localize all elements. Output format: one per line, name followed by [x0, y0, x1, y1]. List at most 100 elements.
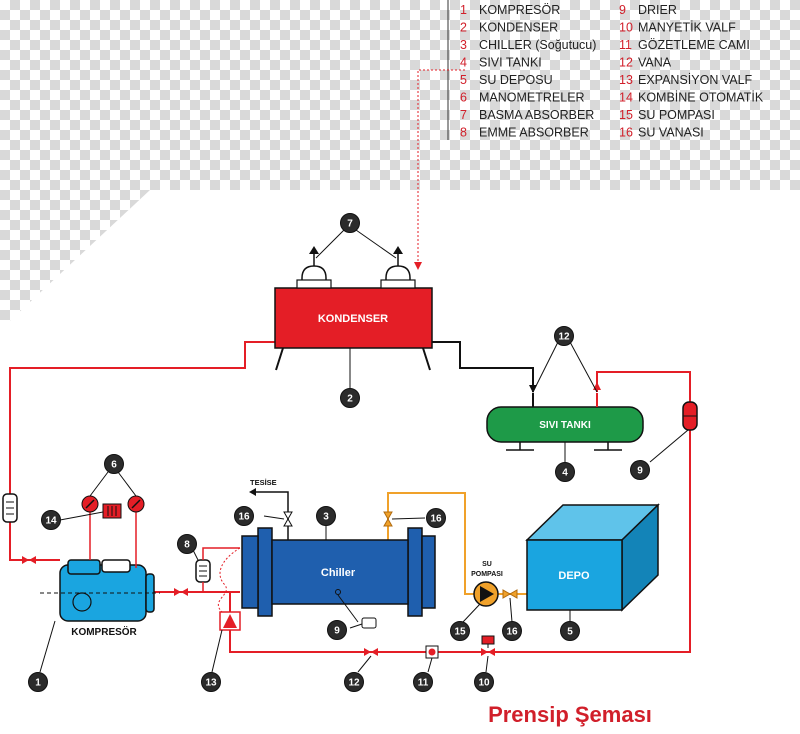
badge-circle: [450, 621, 470, 641]
legend-number: 14: [619, 91, 633, 105]
leader-11: [427, 657, 433, 673]
water-valve-top-a: [383, 511, 393, 521]
badge-circle: [344, 672, 364, 692]
vent-arrow-right: [393, 246, 403, 254]
legend-item-label: EMME ABSORBER: [479, 126, 589, 140]
badge-9: 9: [630, 460, 650, 480]
discharge-line: [9, 341, 275, 561]
su-pompasi-label-1: SU: [482, 561, 492, 568]
badge-2: 2: [340, 388, 360, 408]
kondenser-label: KONDENSER: [318, 313, 388, 325]
legend-pointer-line: [417, 69, 465, 265]
legend-number: 11: [619, 38, 632, 52]
sivi-tanki-label: SIVI TANKI: [539, 420, 591, 431]
badge-16: 16: [502, 621, 522, 641]
legend-number: 12: [619, 56, 633, 70]
badge-14: 14: [41, 510, 61, 530]
leader-16-left: [263, 515, 285, 520]
pump-arrow: [480, 586, 494, 602]
legend-number: 4: [460, 56, 467, 70]
depo-front: [526, 539, 623, 611]
gozetleme-cami-glass: [428, 648, 436, 656]
legend-item-label: GÖZETLEME CAMI: [638, 38, 750, 52]
chiller-drier: [361, 617, 377, 629]
suction-valve-b: [181, 588, 188, 596]
badge-circle: [474, 672, 494, 692]
vana-bottom-b: [371, 648, 378, 656]
badge-circle: [340, 388, 360, 408]
leader-13: [211, 629, 223, 673]
badge-number: 12: [348, 678, 360, 689]
vent-arrow-left: [309, 246, 319, 254]
legend-number: 9: [619, 3, 626, 17]
badge-3: 3: [316, 506, 336, 526]
badge-6: 6: [104, 454, 124, 474]
legend-item-label: BASMA ABSORBER: [479, 108, 594, 122]
vana-bottom-a: [364, 648, 371, 656]
badge-circle: [413, 672, 433, 692]
badge-number: 5: [567, 627, 573, 638]
badge-number: 13: [205, 678, 217, 689]
chiller-sensor: [335, 589, 341, 595]
emme-absorber: [195, 547, 240, 592]
badge-circle: [177, 534, 197, 554]
chiller-cap-left: [241, 535, 259, 609]
legend-number: 10: [619, 21, 633, 35]
kondenser-legs: [275, 347, 431, 371]
legend-number: 6: [460, 91, 467, 105]
discharge-valve-a: [22, 556, 29, 564]
badge-circle: [555, 462, 575, 482]
badge-16: 16: [234, 506, 254, 526]
chiller-unit: Chiller: [241, 511, 436, 617]
drier: [682, 401, 698, 431]
badge-circle: [327, 620, 347, 640]
water-valve-right-b: [508, 589, 518, 599]
legend-number: 13: [619, 73, 633, 87]
manyetik-valf-b: [488, 648, 495, 656]
legend-item-label: SIVI TANKI: [479, 56, 542, 70]
water-valve-top-b: [383, 517, 393, 527]
leader-16-bottom: [509, 597, 513, 623]
legend-item-label: MANYETİK VALF: [638, 21, 736, 35]
badge-10: 10: [474, 672, 494, 692]
kondenser-body: [274, 287, 433, 349]
absorber-base-left: [296, 279, 332, 289]
su-pompasi: SU POMPASI: [471, 561, 503, 607]
legend-item-label: SU DEPOSU: [479, 73, 553, 87]
manometer-left-needle: [85, 499, 95, 509]
tesise-label: TESİSE: [250, 478, 277, 487]
manyetik-valf-a: [481, 648, 488, 656]
absorber-base-right: [380, 279, 416, 289]
tesise-arrow: [249, 488, 256, 496]
kondenser-unit: KONDENSER: [274, 246, 433, 371]
legend-item-label: KOMBİNE OTOMATİK: [638, 91, 764, 105]
badge-8: 8: [177, 534, 197, 554]
discharge-valve-b: [29, 556, 36, 564]
badge-16: 16: [426, 508, 446, 528]
depo-unit: DEPO: [525, 503, 660, 612]
leader-12-top: [532, 341, 598, 393]
badge-circle: [234, 506, 254, 526]
badge-circle: [28, 672, 48, 692]
badge-circle: [630, 460, 650, 480]
leader-10: [485, 655, 489, 673]
badge-number: 9: [334, 626, 340, 637]
legend-number: 16: [619, 126, 633, 140]
kompresor-head-left: [67, 559, 101, 575]
badge-12: 12: [554, 326, 574, 346]
leader-9-right: [649, 429, 689, 463]
badge-number: 14: [45, 516, 57, 527]
badge-number: 4: [562, 468, 568, 479]
badge-number: 9: [637, 466, 643, 477]
legend-number: 3: [460, 38, 467, 52]
legend-item-label: SU VANASI: [638, 126, 704, 140]
liquid-line: [229, 371, 691, 653]
legend-item-label: KONDENSER: [479, 21, 558, 35]
badge-1: 1: [28, 672, 48, 692]
badge-number: 11: [418, 678, 429, 689]
expansion-outlet-line: [229, 591, 240, 612]
emme-pipe: [202, 547, 240, 592]
badge-number: 8: [184, 540, 190, 551]
manometer-right-needle: [131, 499, 141, 509]
